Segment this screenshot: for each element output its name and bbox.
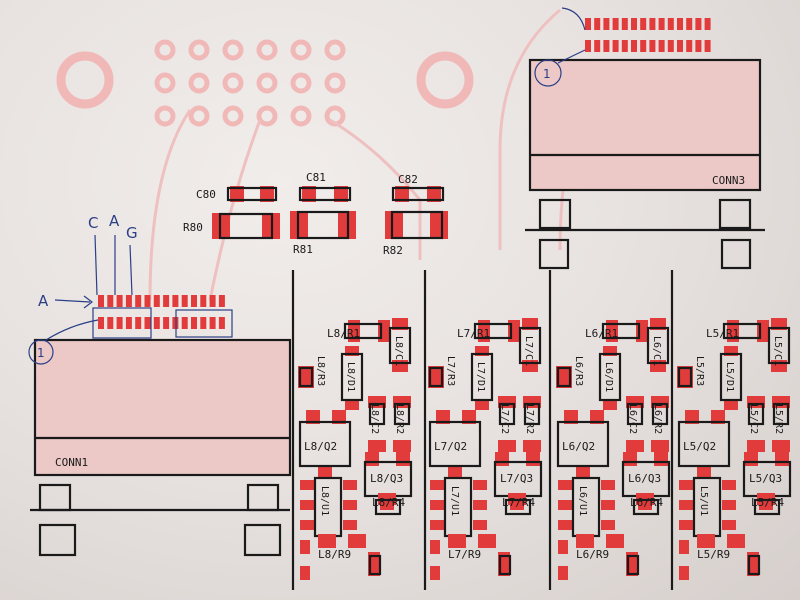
- label-q3: L7/Q3: [500, 472, 533, 485]
- conn1-label: CONN1: [55, 456, 88, 469]
- label-q2: L5/Q2: [683, 440, 716, 453]
- label-c1: L6/C1: [651, 336, 662, 366]
- ink-letter-a: A: [109, 212, 120, 230]
- ink-letter-g: G: [126, 224, 138, 242]
- label-q3: L5/Q3: [749, 472, 782, 485]
- ink-arrow: [54, 295, 93, 309]
- cap-resistor-row: C80 R80 C81 R81 C82 R82: [183, 171, 448, 257]
- trace: [498, 8, 561, 250]
- ink-pointer-lines: [94, 234, 133, 296]
- ink-pin1-conn1: 1: [37, 346, 45, 360]
- mount-hole-left: [56, 51, 114, 109]
- label-c81: C81: [306, 171, 326, 184]
- label-r9: L7/R9: [448, 548, 481, 561]
- ink-letter-a-left: A: [38, 292, 49, 310]
- label-r9: L8/R9: [318, 548, 351, 561]
- mount-hole-center: [416, 51, 474, 109]
- label-d1: L8/D1: [345, 362, 356, 392]
- ink-line: [45, 319, 99, 341]
- label-r1: L6/R1: [585, 327, 618, 340]
- label-r3: L6/R3: [573, 356, 584, 386]
- label-c80: C80: [196, 188, 216, 201]
- label-c2: L8/C2: [369, 404, 380, 434]
- label-q3: L8/Q3: [370, 472, 403, 485]
- label-r3: L7/R3: [445, 356, 456, 386]
- label-r3: L8/R3: [315, 356, 326, 386]
- label-u1: L5/U1: [698, 486, 709, 516]
- label-r4: L7/R4: [502, 496, 535, 509]
- label-r2: L6/R2: [652, 404, 663, 434]
- ink-box: [92, 307, 152, 339]
- ink-pin1-circle-conn3: [534, 59, 562, 87]
- label-q2: L7/Q2: [434, 440, 467, 453]
- label-r2: L7/R2: [524, 404, 535, 434]
- ink-line: [557, 7, 586, 64]
- ink-annotations: C A G A 1 1: [28, 7, 586, 365]
- label-c2: L7/C2: [499, 404, 510, 434]
- ink-pin1-conn3: 1: [543, 67, 551, 81]
- label-r81: R81: [293, 243, 313, 256]
- label-d1: L7/D1: [475, 362, 486, 392]
- label-r2: L5/R2: [773, 404, 784, 434]
- label-d1: L5/D1: [724, 362, 735, 392]
- trace: [148, 109, 192, 301]
- label-r4: L5/R4: [751, 496, 784, 509]
- label-r2: L8/R2: [394, 404, 405, 434]
- label-r82: R82: [383, 244, 403, 257]
- label-r3: L5/R3: [694, 356, 705, 386]
- label-r1: L5/R1: [706, 327, 739, 340]
- trace: [208, 119, 262, 301]
- channel-dividers: [291, 270, 674, 590]
- connector-conn3: CONN3: [525, 18, 765, 270]
- label-c2: L6/C2: [627, 404, 638, 434]
- label-q2: L6/Q2: [562, 440, 595, 453]
- label-c2: L5/C2: [748, 404, 759, 434]
- label-u1: L6/U1: [577, 486, 588, 516]
- via-grid: [154, 39, 346, 127]
- ink-box: [175, 309, 233, 338]
- connector-conn1: CONN1: [30, 295, 292, 557]
- label-u1: L8/U1: [319, 486, 330, 516]
- label-d1: L6/D1: [603, 362, 614, 392]
- label-r4: L6/R4: [630, 496, 663, 509]
- ink-pin1-circle-conn1: [28, 339, 54, 365]
- label-q3: L6/Q3: [628, 472, 661, 485]
- label-r1: L7/R1: [457, 327, 490, 340]
- label-r4: L8/R4: [372, 496, 405, 509]
- label-r80: R80: [183, 221, 203, 234]
- conn3-label: CONN3: [712, 174, 745, 187]
- label-c82: C82: [398, 173, 418, 186]
- label-r9: L5/R9: [697, 548, 730, 561]
- label-c1: L8/C1: [393, 336, 404, 366]
- trace: [329, 118, 422, 260]
- label-c1: L7/C1: [523, 336, 534, 366]
- label-c1: L5/C1: [772, 336, 783, 366]
- copper-layer: [56, 8, 702, 301]
- label-r1: L8/R1: [327, 327, 360, 340]
- ink-letter-c: C: [88, 214, 98, 232]
- label-u1: L7/U1: [449, 486, 460, 516]
- label-r9: L6/R9: [576, 548, 609, 561]
- label-q2: L8/Q2: [304, 440, 337, 453]
